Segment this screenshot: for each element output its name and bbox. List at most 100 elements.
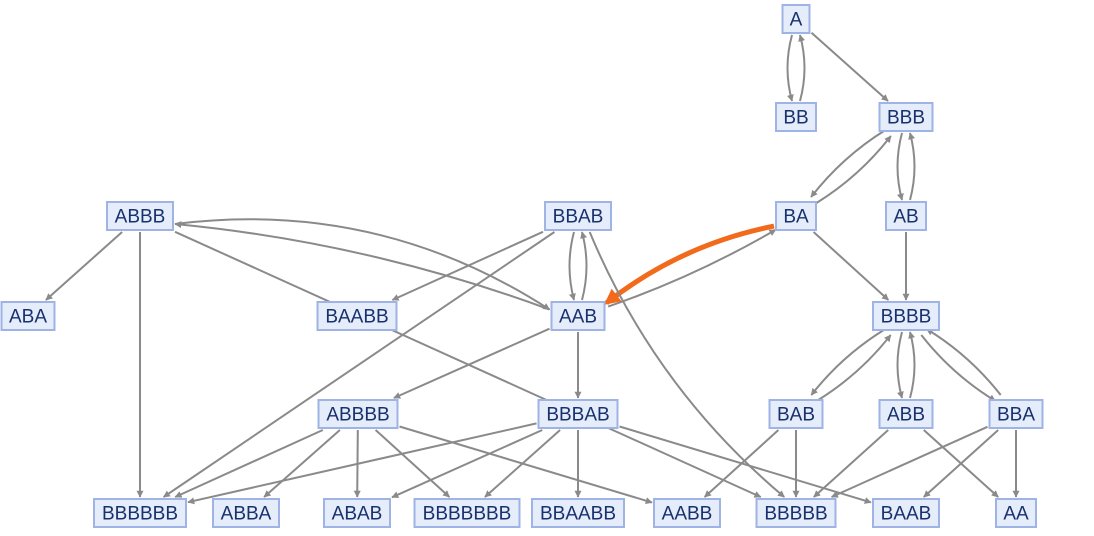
node-box xyxy=(413,498,521,528)
node-box xyxy=(781,4,811,34)
node-label: BBBBBB xyxy=(102,504,178,525)
node-bbaabb: BBAABB xyxy=(531,498,625,528)
node-label: BBBBBBB xyxy=(423,504,512,525)
node-label: BBB xyxy=(887,108,925,129)
edge-bbbb-to-bba xyxy=(920,334,996,402)
node-aa: AA xyxy=(995,498,1037,528)
edge-abbbb-to-bbbbbbb xyxy=(374,429,451,498)
node-box xyxy=(323,498,391,528)
node-box xyxy=(775,201,817,231)
edge-bba-to-baab xyxy=(923,429,999,498)
node-label: ABBB xyxy=(115,207,166,228)
node-abab: ABAB xyxy=(323,498,391,528)
edge-bab-to-bbbb xyxy=(816,334,892,402)
node-box xyxy=(317,399,399,429)
node-baab: BAAB xyxy=(872,498,940,528)
node-box xyxy=(550,301,606,331)
node-label: BBBB xyxy=(881,307,932,328)
node-label: BAABB xyxy=(325,307,388,328)
edge-abb-to-bbbb xyxy=(908,331,916,399)
node-box xyxy=(872,498,940,528)
edge-bbbb-to-bab xyxy=(810,328,886,396)
edge-ba-to-bbb xyxy=(815,135,892,204)
node-bbbb: BBBB xyxy=(872,301,940,331)
node-label: BBBAB xyxy=(546,405,609,426)
node-box xyxy=(878,102,934,132)
node-box xyxy=(775,102,817,132)
node-label: ABB xyxy=(887,405,925,426)
node-aabb: AABB xyxy=(653,498,721,528)
edge-aab-to-ba xyxy=(607,228,777,308)
node-label: AB xyxy=(893,207,918,228)
node-ab: AB xyxy=(885,201,927,231)
edge-abbb-to-aba xyxy=(45,231,123,301)
node-bab: BAB xyxy=(768,399,824,429)
node-label: ABAB xyxy=(332,504,383,525)
edge-bbbab-to-bbbbbbb xyxy=(484,429,561,498)
node-label: BB xyxy=(783,108,808,129)
edge-aab-to-bbab xyxy=(580,231,588,301)
edge-bbab-to-bbbbbb xyxy=(163,231,555,498)
node-bbbab: BBBAB xyxy=(537,399,619,429)
node-aba: ABA xyxy=(0,301,56,331)
node-abb: ABB xyxy=(878,399,934,429)
edge-abbbb-to-aabb xyxy=(399,425,653,505)
node-box xyxy=(0,301,56,331)
node-ba: BA xyxy=(775,201,817,231)
node-box xyxy=(106,201,174,231)
node-label: BA xyxy=(783,207,809,228)
edge-abbbb-to-abba xyxy=(263,429,341,498)
node-label: BAB xyxy=(777,405,815,426)
edge-bbb-to-ba xyxy=(810,129,887,198)
node-bbab: BBAB xyxy=(544,201,612,231)
node-box xyxy=(93,498,187,528)
edge-a-to-bb xyxy=(786,34,794,102)
node-box xyxy=(988,399,1044,429)
edge-bbab-to-baabb xyxy=(391,230,544,301)
edge-bbb-to-ab xyxy=(896,132,904,201)
edge-ab-to-bbb xyxy=(908,132,916,201)
edge-bbab-to-bbbbb xyxy=(588,231,785,498)
node-abbb: ABBB xyxy=(106,201,174,231)
node-box xyxy=(872,301,940,331)
edge-abb-to-bbbbb xyxy=(813,429,889,498)
edge-bbab-to-aab xyxy=(568,231,576,301)
node-label: ABBBB xyxy=(326,405,389,426)
node-box xyxy=(755,498,837,528)
edge-aab-to-abbb xyxy=(174,221,550,311)
node-bba: BBA xyxy=(988,399,1044,429)
edge-bb-to-a xyxy=(798,34,806,102)
node-label: BAAB xyxy=(881,504,932,525)
node-box xyxy=(995,498,1037,528)
edge-bba-to-bbbb xyxy=(926,328,1002,396)
node-bbbbb: BBBBB xyxy=(755,498,837,528)
node-box xyxy=(768,399,824,429)
node-box xyxy=(537,399,619,429)
node-abbbb: ABBBB xyxy=(317,399,399,429)
node-box xyxy=(544,201,612,231)
node-label: AA xyxy=(1003,504,1029,525)
node-label: BBBBB xyxy=(764,504,827,525)
edge-bab-to-aabb xyxy=(703,429,780,498)
node-box xyxy=(531,498,625,528)
edge-abbbb-to-bbbbbb xyxy=(174,429,324,498)
node-label: AABB xyxy=(662,504,713,525)
edge-bba-to-bbbbb xyxy=(830,425,988,498)
edge-aab-to-abbbb xyxy=(393,327,550,399)
node-bb: BB xyxy=(775,102,817,132)
node-bbb: BBB xyxy=(878,102,934,132)
edge-ba-to-bbbb xyxy=(812,231,890,301)
node-box xyxy=(316,301,398,331)
edge-bbbb-to-abb xyxy=(896,331,904,399)
node-label: A xyxy=(790,10,803,31)
edge-abbb-to-aab xyxy=(174,218,551,311)
node-box xyxy=(653,498,721,528)
node-box xyxy=(885,201,927,231)
node-label: BBAB xyxy=(553,207,604,228)
edge-ba-to-aab xyxy=(603,223,775,305)
node-a: A xyxy=(781,4,811,34)
node-label: BBA xyxy=(997,405,1035,426)
node-aab: AAB xyxy=(550,301,606,331)
